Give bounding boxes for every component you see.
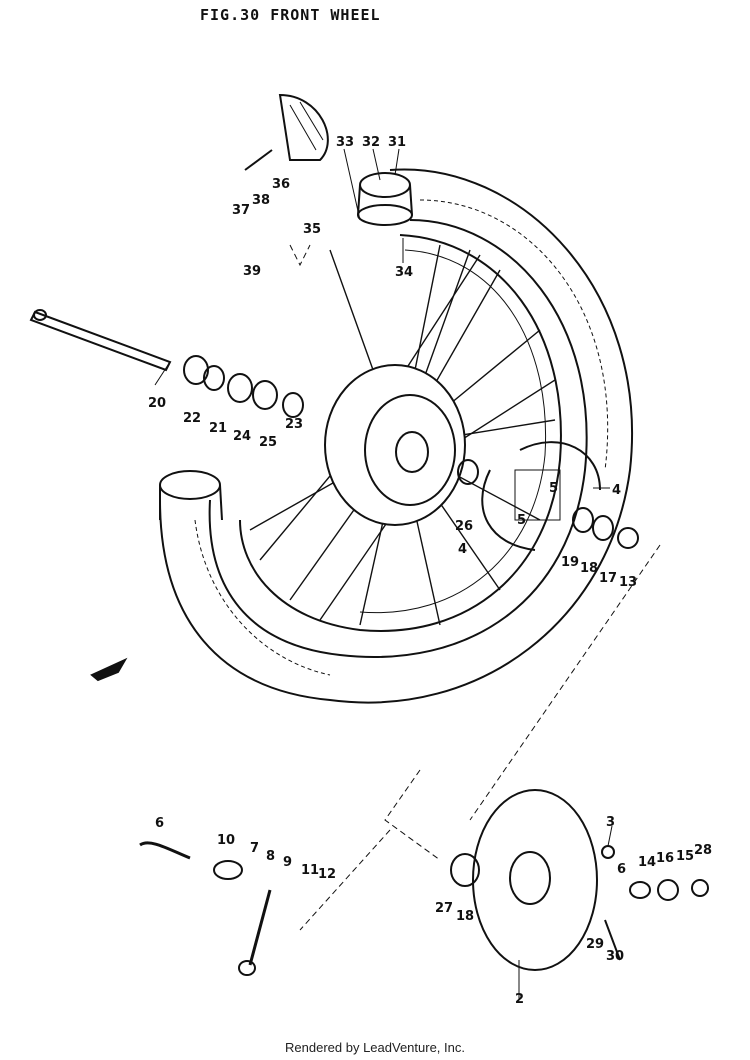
callout-35: 35	[303, 222, 321, 237]
callout-32: 32	[362, 135, 380, 150]
brake-shoes	[481, 441, 601, 551]
callout-11: 11	[301, 863, 319, 878]
callout-18-lower: 18	[456, 909, 474, 924]
figure-title: FIG.30 FRONT WHEEL	[200, 6, 381, 24]
callout-29: 29	[586, 937, 604, 952]
speedometer-gear-parts	[357, 172, 413, 226]
callout-3: 3	[606, 815, 615, 830]
callout-4-left: 4	[458, 542, 467, 557]
callout-5-bottom: 5	[517, 513, 526, 528]
callout-31: 31	[388, 135, 406, 150]
callout-17: 17	[599, 571, 617, 586]
callout-13: 13	[619, 575, 637, 590]
callout-24: 24	[233, 429, 251, 444]
callout-23: 23	[285, 417, 303, 432]
axle	[29, 309, 172, 372]
panel-small-parts	[601, 845, 709, 961]
callout-15: 15	[676, 849, 694, 864]
callout-8: 8	[266, 849, 275, 864]
direction-arrow	[90, 657, 128, 682]
explosion-lines	[289, 244, 661, 931]
callout-37: 37	[232, 203, 250, 218]
callout-21: 21	[209, 421, 227, 436]
callout-20: 20	[148, 396, 166, 411]
callout-30: 30	[606, 949, 624, 964]
brake-panel	[450, 789, 598, 971]
callout-18-upper: 18	[580, 561, 598, 576]
leader-lines	[154, 148, 613, 1000]
callout-6-left: 6	[155, 816, 164, 831]
callout-28: 28	[694, 843, 712, 858]
callout-19: 19	[561, 555, 579, 570]
callout-5-top: 5	[549, 481, 558, 496]
hub	[324, 364, 479, 526]
callout-2: 2	[515, 992, 524, 1007]
brake-cam-parts	[139, 841, 272, 976]
callout-38: 38	[252, 193, 270, 208]
bearings-left	[183, 355, 304, 418]
rim	[239, 234, 562, 632]
callout-10: 10	[217, 833, 235, 848]
callout-labels: 31 32 33 34 35 36 37 38 39 20 22 21 24 2…	[148, 135, 712, 1007]
bearings-right	[572, 507, 639, 549]
callout-26: 26	[455, 519, 473, 534]
callout-25: 25	[259, 435, 277, 450]
callout-12: 12	[318, 867, 336, 882]
callout-22: 22	[183, 411, 201, 426]
callout-27: 27	[435, 901, 453, 916]
tire	[159, 168, 633, 704]
callout-33: 33	[336, 135, 354, 150]
callout-36: 36	[272, 177, 290, 192]
callout-4-right: 4	[612, 483, 621, 498]
tire-section	[159, 470, 223, 521]
callout-16: 16	[656, 851, 674, 866]
callout-39: 39	[243, 264, 261, 279]
callout-9: 9	[283, 855, 292, 870]
callout-6-right: 6	[617, 862, 626, 877]
footer-credit: Rendered by LeadVenture, Inc.	[285, 1040, 465, 1055]
callout-14: 14	[638, 855, 656, 870]
callout-7: 7	[250, 841, 259, 856]
callout-34: 34	[395, 265, 413, 280]
reflector	[244, 93, 329, 171]
